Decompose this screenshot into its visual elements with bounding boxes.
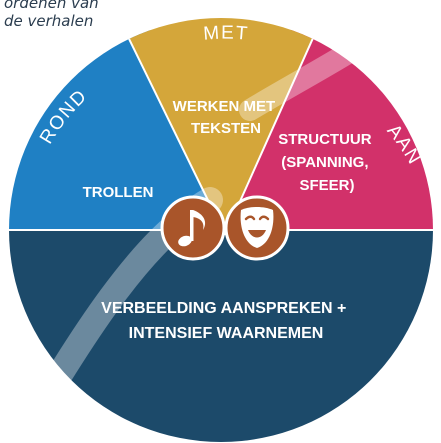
label-verbeelding: VERBEELDING AANSPREKEN + INTENSIEF WAARN… — [101, 300, 351, 342]
corner-note: ordenen van de verhalen — [4, 0, 99, 30]
label-trollen: TROLLEN — [83, 184, 154, 201]
segment-werken-met-teksten — [110, 18, 330, 235]
label-werken-met-teksten: WERKEN MET TEKSTEN — [173, 98, 280, 137]
corner-note-line-2: de verhalen — [4, 12, 94, 30]
theater-mask-icon — [224, 195, 290, 261]
corner-note-line-1: ordenen van — [4, 0, 99, 12]
music-note-icon — [160, 195, 226, 261]
label-structuur: STRUCTUUR (SPANNING, SFEER) — [278, 131, 376, 194]
ring-label-met: MET — [203, 23, 250, 45]
